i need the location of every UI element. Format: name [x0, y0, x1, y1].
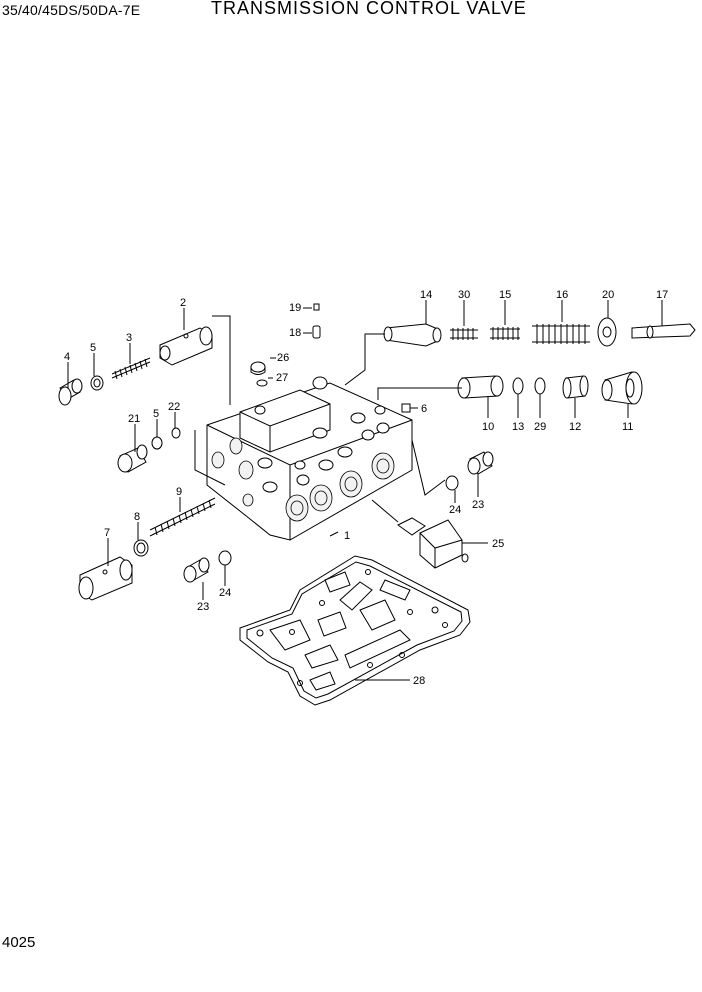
ring-part-27 [256, 379, 268, 387]
plug-part-23a [183, 557, 210, 583]
callout-30: 30 [458, 289, 470, 301]
o-ring-part-5b [151, 436, 163, 450]
ring-part-22 [171, 427, 181, 439]
callout-12: 12 [569, 421, 581, 433]
callout-23b: 23 [472, 499, 484, 511]
washer-part-20 [597, 317, 617, 347]
callout-22: 22 [168, 401, 180, 413]
rod-part-17 [631, 323, 696, 339]
callout-24b: 24 [449, 504, 461, 516]
callout-20: 20 [602, 289, 614, 301]
pin-part-18 [312, 325, 321, 339]
plug-part-11 [601, 371, 643, 405]
spool-part-7 [78, 556, 133, 601]
callout-15: 15 [499, 289, 511, 301]
callout-16: 16 [556, 289, 568, 301]
callout-25: 25 [492, 538, 504, 550]
callout-11: 11 [622, 421, 633, 433]
o-ring-part-5a [90, 375, 104, 391]
sleeve-part-10 [457, 375, 504, 399]
spring-part-16 [532, 324, 590, 344]
callout-5b: 5 [153, 408, 159, 420]
callout-9: 9 [176, 486, 182, 498]
callout-18: 18 [289, 327, 301, 339]
sleeve-part-14 [383, 323, 442, 347]
leader-lines [67, 300, 663, 681]
callout-5: 5 [90, 342, 96, 354]
valve-body-part-1 [206, 376, 413, 541]
callout-29: 29 [534, 421, 546, 433]
model-number: 35/40/45DS/50DA-7E [2, 2, 141, 18]
callout-24: 24 [219, 587, 231, 599]
plug-part-4 [58, 378, 83, 406]
callout-26: 26 [277, 352, 289, 364]
callout-28: 28 [413, 675, 425, 687]
callout-1: 1 [344, 530, 350, 542]
page-number: 4025 [2, 934, 36, 951]
spring-part-3 [111, 357, 151, 380]
callout-3: 3 [126, 332, 132, 344]
callout-7: 7 [104, 527, 110, 539]
callout-13: 13 [512, 421, 524, 433]
o-ring-part-8 [133, 539, 149, 557]
plug-part-21 [117, 444, 148, 473]
callout-2: 2 [180, 297, 186, 309]
callout-17: 17 [656, 289, 668, 301]
callout-23: 23 [197, 601, 209, 613]
callout-21: 21 [128, 413, 140, 425]
spool-part-2 [159, 326, 213, 366]
o-ring-part-13 [512, 377, 524, 395]
callout-19: 19 [289, 302, 301, 314]
plug-part-23b [467, 451, 494, 475]
callout-8: 8 [134, 511, 140, 523]
callout-labels: 1 2 3 4 5 5 6 7 8 9 10 11 12 13 14 15 16… [64, 289, 668, 687]
gasket-part-28 [239, 555, 471, 706]
solenoid-part-25 [397, 517, 469, 569]
callout-27: 27 [276, 372, 288, 384]
pin-part-19 [313, 303, 320, 311]
o-ring-part-29 [534, 377, 546, 395]
spring-part-9 [149, 497, 216, 537]
spring-part-30 [450, 328, 478, 340]
o-ring-part-24a [218, 550, 232, 566]
callout-6: 6 [421, 403, 427, 415]
callout-10: 10 [482, 421, 494, 433]
callout-14: 14 [420, 289, 432, 301]
plug-part-6 [401, 403, 411, 413]
cap-part-26 [250, 361, 266, 375]
callout-4: 4 [64, 351, 70, 363]
spring-part-15 [490, 327, 520, 340]
page-title: TRANSMISSION CONTROL VALVE [211, 0, 527, 18]
cup-part-12 [562, 375, 589, 399]
o-ring-part-24b [445, 475, 459, 491]
